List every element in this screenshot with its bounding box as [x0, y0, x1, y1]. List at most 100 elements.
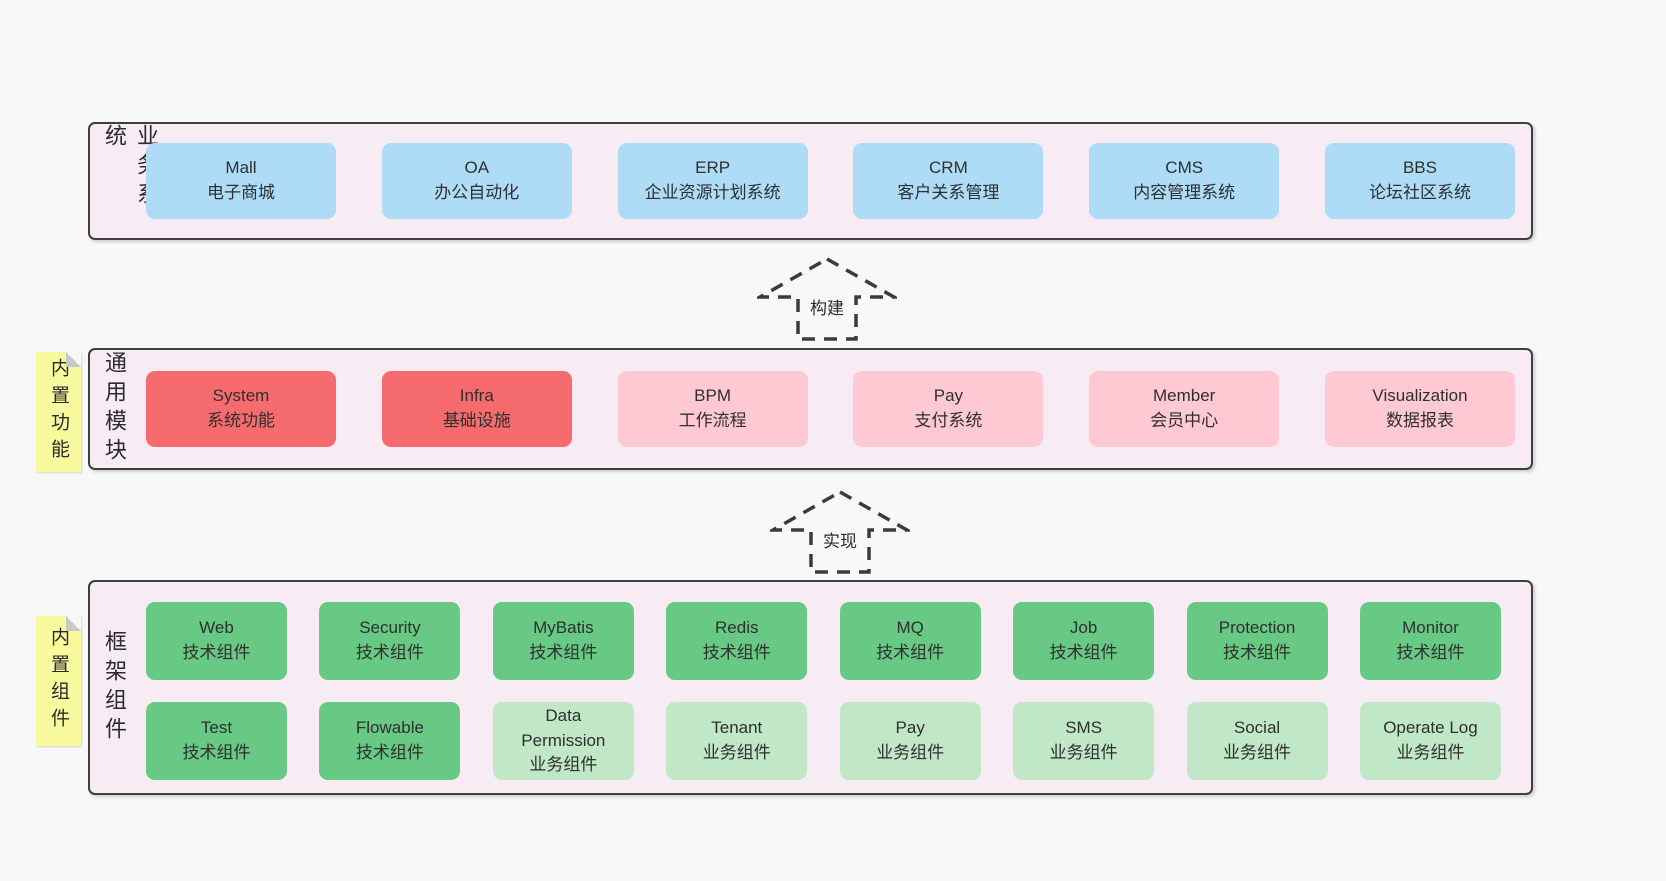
- box-title: ERP: [695, 158, 731, 178]
- framework-components-grid: Web 技术组件 Security 技术组件 MyBatis 技术组件 Redi…: [146, 582, 1501, 793]
- box-subtitle: 技术组件: [702, 643, 771, 662]
- box-title: Social: [1233, 718, 1281, 738]
- box-title: OA: [464, 158, 490, 178]
- box-bbs: BBS 论坛社区系统: [1324, 143, 1515, 219]
- box-mall: Mall 电子商城: [146, 143, 336, 219]
- box-title: Test: [200, 718, 233, 738]
- box-crm: CRM 客户关系管理: [853, 143, 1044, 219]
- sticky-fold-icon: [66, 352, 81, 367]
- box-title: BBS: [1402, 158, 1437, 178]
- box-subtitle: 技术组件: [182, 743, 251, 762]
- box-subtitle: 业务组件: [1049, 743, 1118, 762]
- box-redis: Redis 技术组件: [666, 602, 808, 680]
- box-subtitle: 业务组件: [876, 743, 945, 762]
- box-title: CRM: [929, 158, 968, 178]
- arrow-implement: 实现: [770, 489, 910, 575]
- box-mq: MQ 技术组件: [839, 602, 981, 680]
- box-title: Protection: [1218, 618, 1296, 638]
- sticky-text: 内置组件: [48, 627, 69, 735]
- box-title: Monitor: [1402, 618, 1459, 638]
- up-block-arrow-icon: [770, 489, 910, 574]
- layer-business-systems: 业务系统 Mall 电子商城 OA 办公自动化 ERP 企业资源计划系统 CRM…: [88, 122, 1533, 240]
- box-title: Tenant: [711, 718, 763, 738]
- box-web: Web 技术组件: [146, 602, 287, 680]
- box-title: Infra: [459, 386, 494, 406]
- box-title: BPM: [694, 386, 732, 406]
- box-data-permission: Data Permission 业务组件: [492, 702, 634, 780]
- box-sms: SMS 业务组件: [1013, 702, 1155, 780]
- box-title: SMS: [1065, 718, 1103, 738]
- box-title: Operate Log: [1383, 718, 1478, 738]
- box-title: Security: [359, 618, 421, 638]
- box-subtitle: 会员中心: [1150, 411, 1219, 430]
- box-subtitle: 办公自动化: [434, 183, 520, 202]
- box-title: CMS: [1165, 158, 1204, 178]
- box-visualization: Visualization 数据报表: [1324, 371, 1515, 447]
- box-title: Member: [1153, 386, 1216, 406]
- box-subtitle: 论坛社区系统: [1368, 183, 1471, 202]
- box-title: Redis: [715, 618, 759, 638]
- box-flowable: Flowable 技术组件: [319, 702, 461, 780]
- sticky-built-in-features: 内置功能: [36, 352, 81, 472]
- arrow-build: 构建: [757, 256, 897, 342]
- box-title: System: [212, 386, 270, 406]
- box-subtitle: 技术组件: [1223, 643, 1292, 662]
- box-protection: Protection 技术组件: [1186, 602, 1328, 680]
- box-subtitle: 技术组件: [182, 643, 251, 662]
- box-erp: ERP 企业资源计划系统: [617, 143, 808, 219]
- layer-framework-components: 框架组件 Web 技术组件 Security 技术组件 MyBatis 技术组件…: [88, 580, 1533, 795]
- box-subtitle: 技术组件: [355, 643, 424, 662]
- box-cms: CMS 内容管理系统: [1089, 143, 1280, 219]
- box-subtitle: 电子商城: [207, 183, 275, 202]
- box-security: Security 技术组件: [319, 602, 461, 680]
- box-member: Member 会员中心: [1089, 371, 1280, 447]
- box-subtitle: 技术组件: [355, 743, 424, 762]
- box-title: Pay: [895, 718, 925, 738]
- box-bpm: BPM 工作流程: [617, 371, 808, 447]
- layer-common-modules: 通用模块 System 系统功能 Infra 基础设施 BPM 工作流程 Pay…: [88, 348, 1533, 470]
- box-tenant: Tenant 业务组件: [666, 702, 808, 780]
- box-monitor: Monitor 技术组件: [1359, 602, 1501, 680]
- components-row-1: Web 技术组件 Security 技术组件 MyBatis 技术组件 Redi…: [146, 602, 1501, 680]
- box-infra: Infra 基础设施: [381, 371, 572, 447]
- box-subtitle: 业务组件: [1396, 743, 1465, 762]
- arrow-label: 构建: [807, 294, 847, 319]
- box-job: Job 技术组件: [1013, 602, 1155, 680]
- sticky-text: 内置功能: [48, 358, 69, 466]
- components-row-2: Test 技术组件 Flowable 技术组件 Data Permission …: [146, 702, 1501, 780]
- box-title: Data Permission: [521, 706, 606, 750]
- business-systems-row: Mall 电子商城 OA 办公自动化 ERP 企业资源计划系统 CRM 客户关系…: [146, 124, 1515, 238]
- box-mybatis: MyBatis 技术组件: [492, 602, 634, 680]
- common-modules-row: System 系统功能 Infra 基础设施 BPM 工作流程 Pay 支付系统…: [146, 350, 1515, 468]
- box-pay-component: Pay 业务组件: [839, 702, 981, 780]
- box-subtitle: 基础设施: [442, 411, 511, 430]
- box-title: MyBatis: [533, 618, 594, 638]
- box-title: Mall: [225, 158, 257, 178]
- box-subtitle: 技术组件: [1396, 643, 1465, 662]
- box-oa: OA 办公自动化: [381, 143, 572, 219]
- box-subtitle: 技术组件: [876, 643, 945, 662]
- up-block-arrow-icon: [757, 256, 897, 341]
- layer-label: 框架组件: [102, 629, 127, 746]
- box-subtitle: 技术组件: [1049, 643, 1118, 662]
- box-subtitle: 技术组件: [529, 643, 598, 662]
- sticky-fold-icon: [66, 616, 81, 631]
- box-social: Social 业务组件: [1186, 702, 1328, 780]
- box-system: System 系统功能: [146, 371, 336, 447]
- sticky-built-in-components: 内置组件: [36, 616, 81, 746]
- box-title: Flowable: [355, 718, 424, 738]
- box-title: Visualization: [1372, 386, 1468, 406]
- box-operate-log: Operate Log 业务组件: [1359, 702, 1501, 780]
- box-subtitle: 企业资源计划系统: [644, 183, 781, 202]
- box-subtitle: 内容管理系统: [1133, 183, 1236, 202]
- box-title: MQ: [896, 618, 924, 638]
- box-test: Test 技术组件: [146, 702, 287, 780]
- box-title: Job: [1069, 618, 1098, 638]
- box-subtitle: 系统功能: [207, 411, 275, 430]
- box-subtitle: 工作流程: [678, 411, 747, 430]
- box-subtitle: 数据报表: [1385, 411, 1454, 430]
- arrow-label: 实现: [820, 527, 860, 552]
- box-subtitle: 业务组件: [529, 755, 598, 775]
- box-title: Web: [199, 618, 234, 638]
